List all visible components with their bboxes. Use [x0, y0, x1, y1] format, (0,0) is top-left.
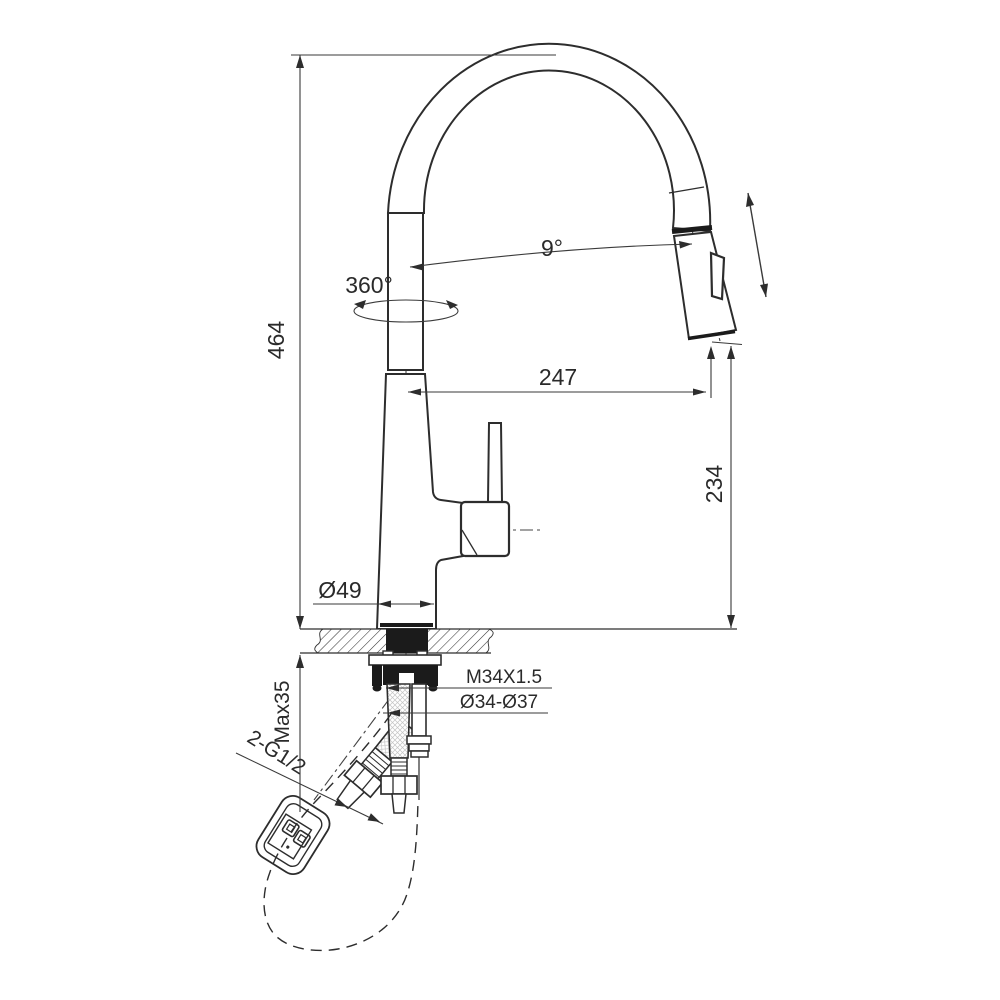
- hose-braid: [386, 683, 411, 759]
- dim-spout-reach: 247: [408, 346, 715, 398]
- callout-hole-diameter: Ø34-Ø37: [383, 692, 548, 717]
- hose-collar-ribs: [391, 761, 407, 775]
- annotation-swivel-label: 360°: [345, 272, 393, 298]
- dim-total-height: 464: [263, 54, 556, 629]
- handle-housing: [459, 500, 511, 558]
- dim-outlet-height-label: 234: [701, 465, 727, 504]
- weight-plate: [267, 813, 313, 860]
- dim-base-diameter-label: Ø49: [318, 577, 361, 603]
- hex-nut-facets: [392, 776, 406, 794]
- weight-pin: [286, 845, 290, 849]
- weight-clip-bottom: [292, 829, 311, 848]
- faucet: [375, 42, 738, 630]
- dim-max-thickness: Max35: [271, 655, 304, 812]
- hose-collar: [390, 757, 408, 777]
- mount-bolt-left: [372, 665, 382, 686]
- spray-outlet-face: [687, 329, 736, 341]
- dim-total-height-label: 464: [263, 321, 289, 360]
- handle-seam: [461, 529, 478, 556]
- spray-head: [672, 230, 738, 341]
- connector-band-1: [406, 735, 432, 745]
- callout-hole-diameter-label: Ø34-Ø37: [460, 692, 538, 713]
- dim-spout-reach-label: 247: [539, 364, 577, 390]
- gooseneck-spout: [386, 42, 712, 233]
- weight-clip-top: [281, 819, 300, 838]
- mounting-hardware: [368, 650, 442, 692]
- supply-hose-centerline: [313, 697, 391, 801]
- countertop: [300, 628, 737, 654]
- faucet-shank: [386, 629, 428, 653]
- annotation-spray-angle-label: 9°: [541, 235, 563, 261]
- mount-bolt-right: [428, 665, 438, 686]
- hose-tail: [336, 779, 366, 810]
- dim-max-thickness-label: Max35: [271, 680, 294, 743]
- annotation-pull-direction: [746, 192, 768, 298]
- weight-inner: [263, 802, 323, 868]
- dim-base-diameter: Ø49: [313, 577, 434, 608]
- connector-band-3: [410, 750, 429, 758]
- mount-bolt-left-cap: [372, 684, 382, 692]
- hose-collar-ribs: [362, 751, 390, 778]
- callout-mounting-thread: M34X1.5: [386, 667, 552, 692]
- pullout-hose-loop: [263, 713, 419, 952]
- mount-washer: [368, 654, 442, 666]
- supply-hose-vertical: [380, 683, 418, 814]
- connector-band-2: [408, 743, 430, 752]
- hose-tail: [391, 793, 407, 814]
- spray-head-joint: [671, 225, 713, 234]
- annotation-swivel: 360°: [345, 272, 459, 323]
- weight-clip-bottom-inner: [296, 833, 307, 844]
- weight-outer: [255, 795, 331, 875]
- pullout-pipe: [411, 683, 427, 737]
- spray-head-button: [709, 251, 726, 301]
- riser-pipe: [387, 212, 424, 371]
- mount-bracket-notch: [399, 673, 414, 686]
- annotation-spray-angle: 9°: [409, 235, 693, 271]
- hose-hex-nut: [380, 775, 418, 795]
- callout-mounting-thread-label: M34X1.5: [466, 667, 542, 688]
- hose-weight: [255, 795, 331, 875]
- handle-lever-rod: [486, 422, 504, 503]
- pullout-hose-connector: [406, 683, 432, 800]
- dim-outlet-height: 234: [701, 341, 743, 628]
- hex-nut-facets: [352, 767, 375, 791]
- spout-ring-joint: [668, 186, 705, 194]
- faucet-body: [375, 373, 464, 630]
